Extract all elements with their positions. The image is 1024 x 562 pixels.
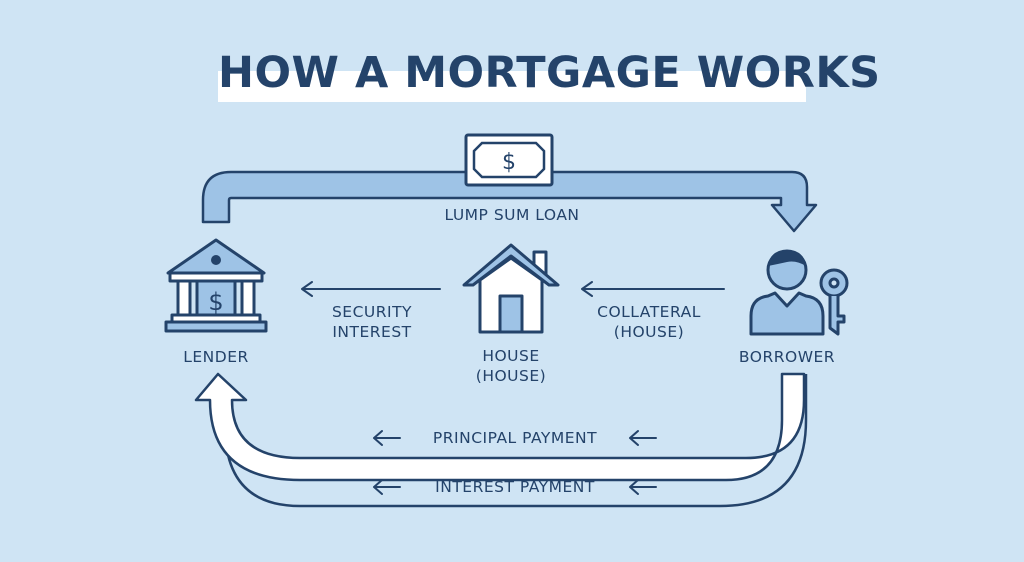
security-interest-label-line1: SECURITY bbox=[331, 303, 413, 321]
lender-label: LENDER bbox=[183, 348, 249, 366]
principal-arrow-left bbox=[373, 430, 401, 446]
key-icon bbox=[819, 268, 849, 336]
principal-payment-arrow bbox=[194, 372, 806, 482]
bill-currency: $ bbox=[502, 150, 516, 175]
security-interest-arrow bbox=[301, 281, 441, 297]
interest-payment-arrow-band bbox=[223, 374, 808, 508]
page-title: HOW A MORTGAGE WORKS bbox=[218, 48, 881, 98]
collateral-arrow bbox=[581, 281, 725, 297]
lump-sum-loan-label: LUMP SUM LOAN bbox=[444, 206, 580, 224]
interest-arrow-left bbox=[373, 479, 401, 495]
title-block: HOW A MORTGAGE WORKS bbox=[218, 44, 881, 102]
house-label-line2: (HOUSE) bbox=[475, 367, 547, 385]
bank-currency: $ bbox=[208, 288, 223, 316]
principal-payment-label: PRINCIPAL PAYMENT bbox=[432, 429, 598, 447]
borrower-label: BORROWER bbox=[738, 348, 836, 366]
bank-icon: $ bbox=[164, 238, 268, 333]
dollar-bill-icon: $ bbox=[464, 133, 554, 187]
house-icon bbox=[462, 243, 560, 334]
principal-arrow-right bbox=[629, 430, 657, 446]
lump-sum-loan-arrow bbox=[201, 170, 818, 233]
security-interest-label-line2: INTEREST bbox=[332, 323, 412, 341]
house-label-line1: HOUSE bbox=[482, 347, 540, 365]
interest-payment-label: INTEREST PAYMENT bbox=[435, 478, 595, 496]
collateral-label-line2: (HOUSE) bbox=[613, 323, 685, 341]
person-icon bbox=[749, 249, 825, 336]
collateral-label-line1: COLLATERAL bbox=[597, 303, 701, 321]
interest-arrow-right bbox=[629, 479, 657, 495]
title-highlight bbox=[218, 71, 806, 102]
